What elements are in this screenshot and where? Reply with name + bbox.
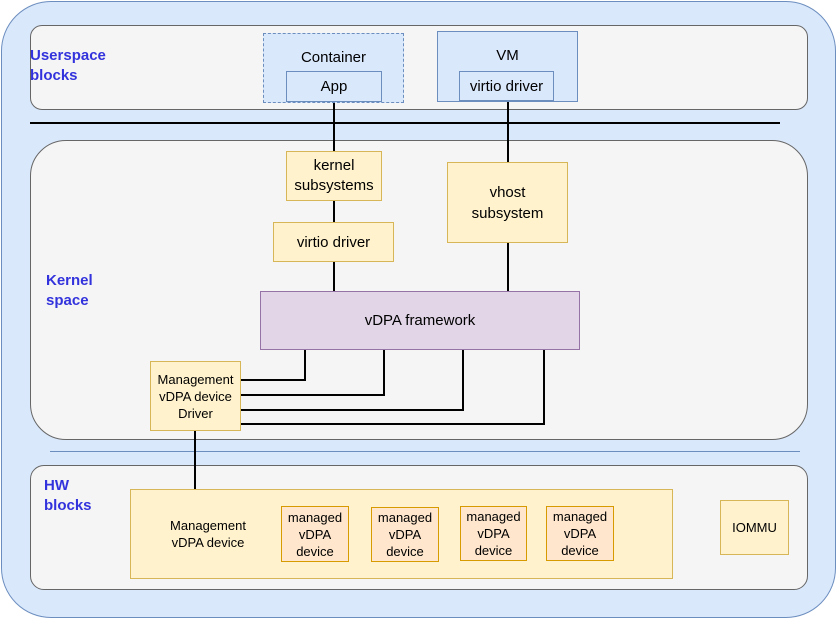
iommu-label: IOMMU [732, 520, 777, 535]
wire-driver-framework-3 [241, 350, 464, 411]
management-device-label: Management vDPA device [170, 518, 246, 550]
iommu-box: IOMMU [720, 500, 789, 555]
kernel-subsystems-label: kernel subsystems [294, 157, 374, 194]
management-device-label-box: Management vDPA device [150, 509, 266, 559]
management-driver-label: Management vDPA device Driver [157, 371, 234, 421]
app-label: App [320, 78, 348, 95]
userspace-label: Userspace blocks [30, 47, 106, 84]
userspace-band [30, 25, 808, 110]
managed-device-label: managed vDPA device [552, 509, 608, 558]
management-driver-box: Management vDPA device Driver [150, 361, 241, 431]
vhost-subsystem-label: vhost subsystem [471, 183, 544, 222]
vm-label: VM [496, 47, 519, 64]
vm-virtio-driver-box: virtio driver [459, 71, 554, 101]
separator-line [50, 451, 800, 452]
virtio-driver-box: virtio driver [273, 222, 394, 262]
vhost-subsystem-box: vhost subsystem [447, 162, 568, 243]
wire-driver-framework-2 [241, 350, 385, 396]
hw-label: HW blocks [44, 477, 92, 514]
managed-device-box: managed vDPA device [546, 506, 614, 561]
separator-line [30, 122, 780, 124]
container-label: Container [300, 49, 367, 66]
managed-device-label: managed vDPA device [377, 510, 433, 559]
managed-device-label: managed vDPA device [466, 509, 521, 558]
virtio-driver-label: virtio driver [296, 233, 371, 251]
managed-device-box: managed vDPA device [371, 507, 439, 562]
vdpa-framework-box: vDPA framework [260, 291, 580, 350]
managed-device-label: managed vDPA device [287, 509, 343, 559]
managed-device-box: managed vDPA device [460, 506, 527, 561]
kernel-label: Kernel space [46, 272, 93, 309]
wire-driver-framework-1 [241, 350, 306, 381]
wire-driver-framework-4 [241, 350, 545, 425]
vm-virtio-driver-label: virtio driver [469, 77, 544, 95]
vdpa-framework-label: vDPA framework [364, 312, 476, 329]
app-box: App [286, 71, 382, 102]
managed-device-box: managed vDPA device [281, 506, 349, 562]
kernel-subsystems-box: kernel subsystems [286, 151, 382, 201]
